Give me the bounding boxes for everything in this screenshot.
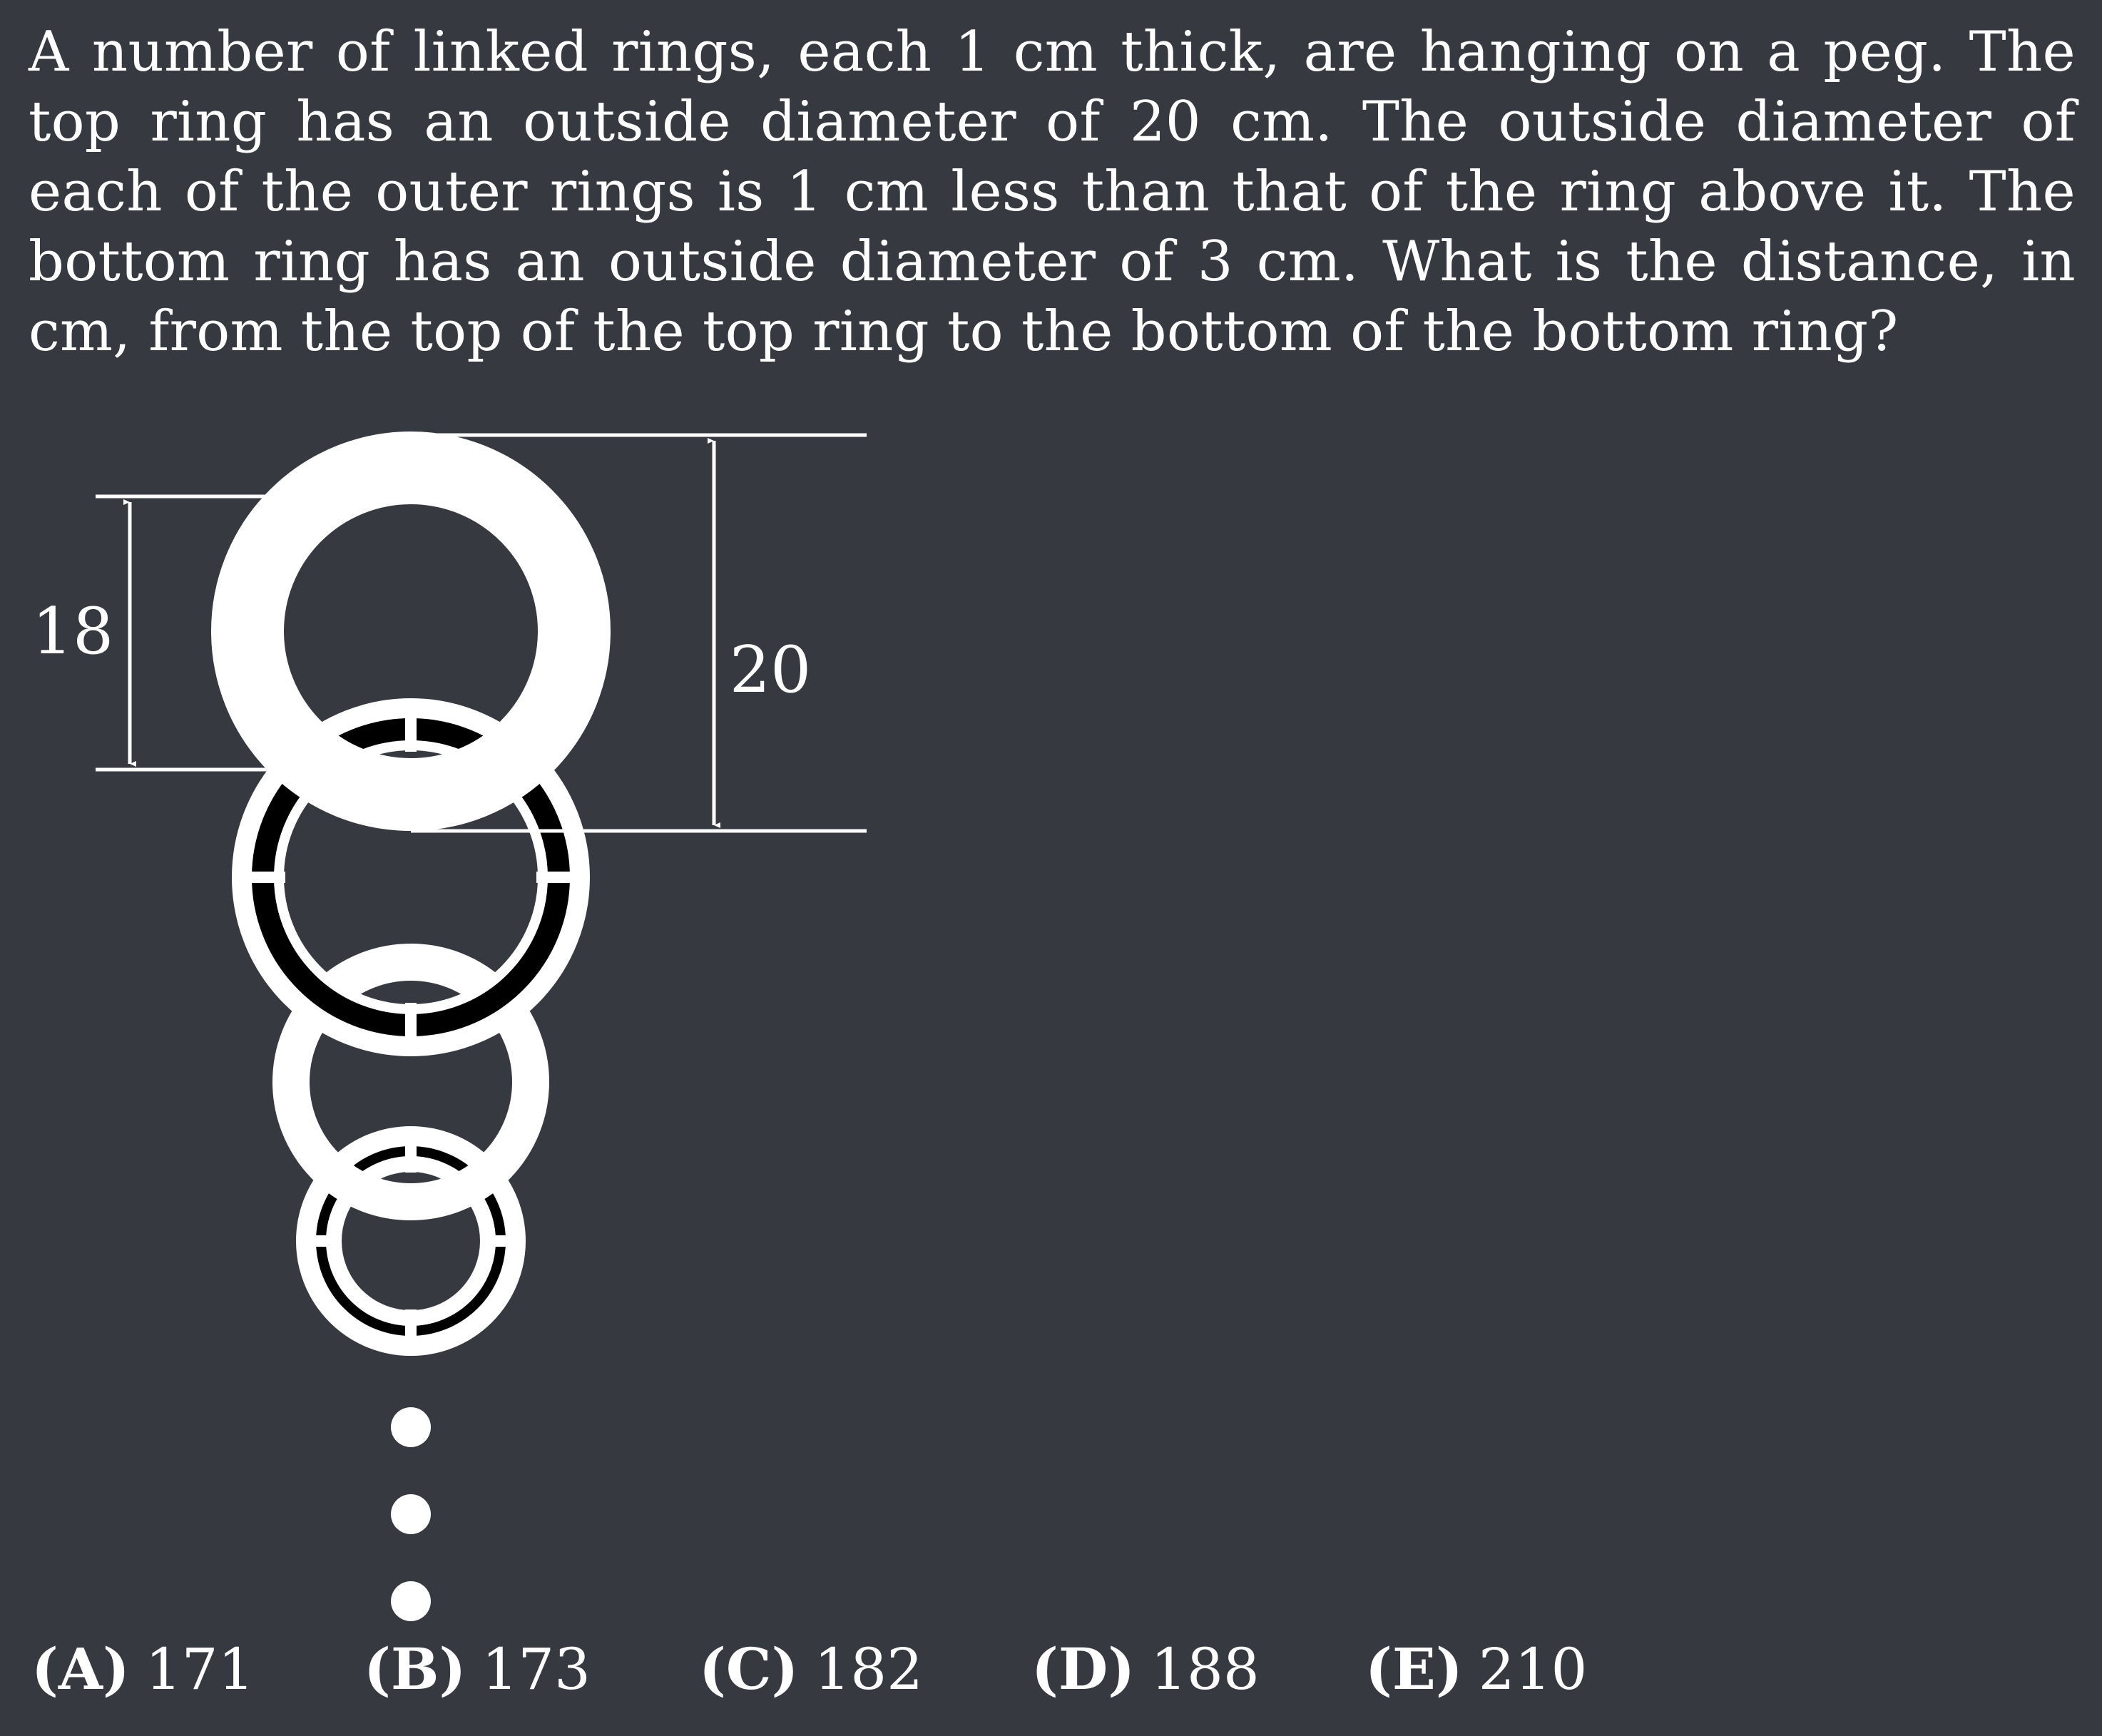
choice-a[interactable]: (A)171 xyxy=(31,1630,254,1709)
choice-value: 210 xyxy=(1478,1636,1588,1702)
linked-rings-figure: 18 20 xyxy=(32,432,867,1621)
choice-letter: (C) xyxy=(699,1635,799,1702)
ring-2 xyxy=(232,698,590,1056)
choice-e[interactable]: (E)210 xyxy=(1365,1630,1587,1709)
answer-choices: (A)171 (B)173 (C)182 (D)188 (E)210 xyxy=(31,1630,1743,1708)
choice-b[interactable]: (B)173 xyxy=(364,1630,591,1709)
continuation-dot xyxy=(391,1494,431,1534)
choice-letter: (D) xyxy=(1031,1635,1136,1702)
outer-diameter-dimension xyxy=(411,433,867,833)
choice-value: 171 xyxy=(145,1636,255,1702)
continuation-dot xyxy=(391,1581,431,1621)
choice-d[interactable]: (D)188 xyxy=(1031,1630,1260,1709)
choice-c[interactable]: (C)182 xyxy=(699,1630,923,1709)
ring-3 xyxy=(272,944,549,1220)
choice-value: 173 xyxy=(481,1636,591,1702)
ring-1-top xyxy=(211,432,611,831)
continuation-dot xyxy=(391,1407,431,1447)
inner-diameter-dimension xyxy=(96,494,268,772)
choice-letter: (E) xyxy=(1365,1635,1463,1702)
choice-letter: (A) xyxy=(31,1635,130,1702)
choice-value: 188 xyxy=(1151,1636,1260,1702)
ring-4 xyxy=(296,1126,526,1356)
choice-value: 182 xyxy=(814,1636,924,1702)
choice-letter: (B) xyxy=(364,1635,466,1702)
inner-diameter-label: 18 xyxy=(32,594,114,669)
outer-diameter-label: 20 xyxy=(730,633,812,708)
problem-text: A number of linked rings, each 1 cm thic… xyxy=(29,20,2076,364)
